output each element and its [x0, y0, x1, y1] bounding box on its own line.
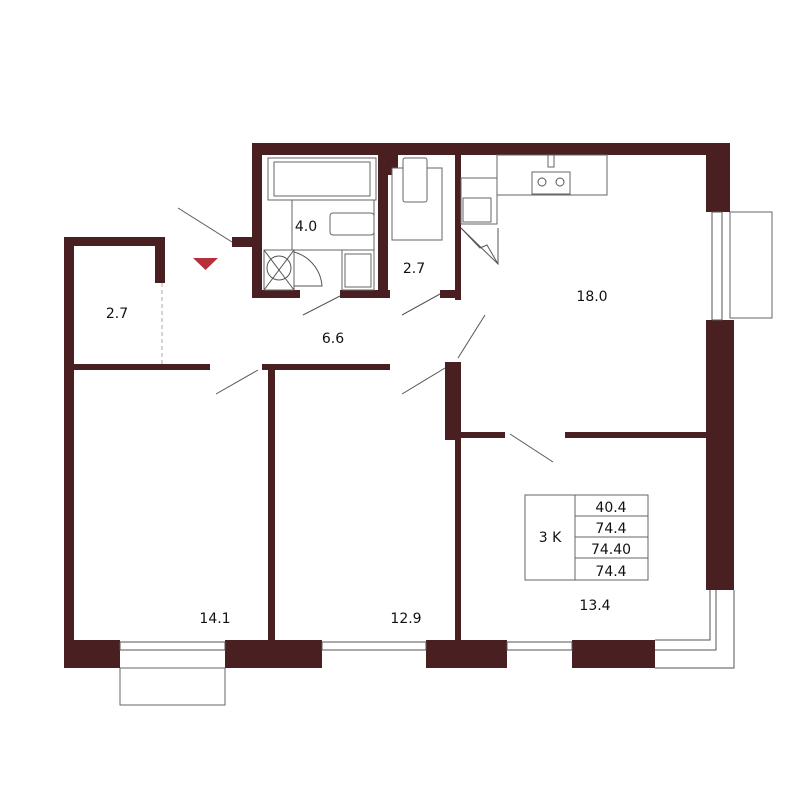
doors	[161, 207, 554, 463]
room-area-hallway: 6.6	[322, 331, 344, 347]
room-area-bedroom-3: 13.4	[579, 598, 610, 614]
total-area-with-balcony: 74.4	[595, 564, 626, 580]
total-area-precise: 74.40	[591, 542, 631, 558]
room-area-bathroom: 4.0	[295, 219, 317, 235]
room-area-bedroom-2: 12.9	[390, 611, 421, 627]
summary-table: 3 K 40.4 74.4 74.40 74.4	[524, 494, 649, 581]
stove	[531, 171, 571, 195]
room-labels: 4.0 2.7 18.0 2.7 6.6 14.1 12.9 13.4	[106, 219, 611, 627]
total-area: 74.4	[595, 521, 626, 537]
entrance-marker-icon	[193, 258, 218, 270]
balcony-right	[729, 211, 773, 319]
walls	[64, 143, 734, 668]
room-area-kitchen: 18.0	[576, 289, 607, 305]
fixtures	[263, 154, 608, 291]
washbasin	[329, 212, 375, 236]
room-area-bedroom-1: 14.1	[199, 611, 230, 627]
living-area: 40.4	[595, 500, 626, 516]
room-area-toilet: 2.7	[403, 261, 425, 277]
windows	[119, 211, 735, 669]
room-area-closet: 2.7	[106, 306, 128, 322]
balcony-bottom	[119, 667, 226, 706]
apartment-type: 3 K	[539, 530, 562, 546]
